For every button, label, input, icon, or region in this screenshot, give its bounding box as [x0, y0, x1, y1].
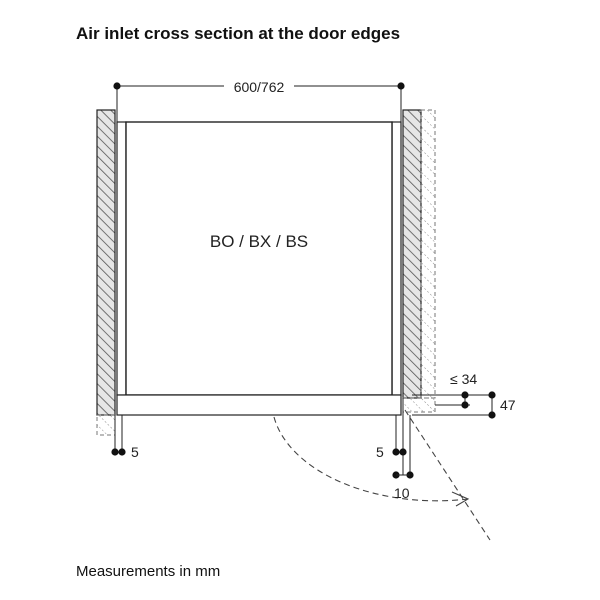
appliance-door: [116, 394, 402, 416]
lower-right-outline: [402, 397, 436, 413]
right-cabinet-wall: [402, 109, 422, 399]
top-depth-label: ≤ 34: [450, 371, 477, 387]
diagram-title: Air inlet cross section at the door edge…: [76, 24, 401, 43]
left-gap-label: 5: [131, 444, 139, 460]
appliance-left-panel: [116, 121, 127, 396]
left-gap-dot-2: [118, 448, 126, 456]
total-depth-label: 47: [500, 397, 516, 413]
right-gap-dot-1: [392, 448, 400, 456]
total-depth-dot-1: [488, 391, 496, 399]
appliance-right-panel: [391, 121, 402, 396]
door-swing-arrowhead: [451, 491, 470, 507]
width-dot-right: [397, 82, 405, 90]
lower-left-outline: [96, 414, 116, 436]
door-swing-arc: [273, 416, 469, 502]
right-gap-dot-2: [399, 448, 407, 456]
top-depth-dot-2: [461, 401, 469, 409]
door-swing-line: [404, 409, 491, 541]
width-dimension-label: 600/762: [234, 79, 285, 95]
appliance-label: BO / BX / BS: [210, 232, 308, 251]
total-depth-dot-2: [488, 411, 496, 419]
adjacent-wall-outline: [420, 109, 436, 399]
left-cabinet-wall: [96, 109, 116, 416]
right-gap-label: 5: [376, 444, 384, 460]
width-label-bg: [224, 77, 294, 95]
top-depth-dot-1: [461, 391, 469, 399]
width-dot-left: [113, 82, 121, 90]
measurement-footnote: Measurements in mm: [76, 563, 221, 580]
door-offset-label: 10: [394, 485, 410, 501]
appliance-body: [125, 121, 393, 396]
left-gap-dot-1: [111, 448, 119, 456]
